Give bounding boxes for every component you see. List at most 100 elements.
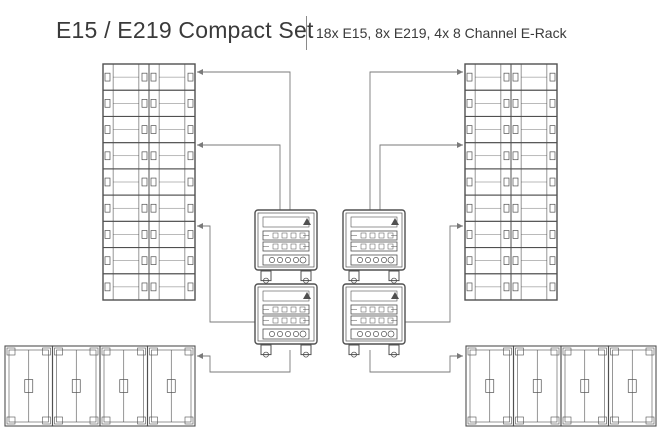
connector-socket — [269, 331, 275, 337]
cable-left-top — [197, 71, 291, 210]
e219-cabinet — [4, 345, 54, 427]
e15-cabinet — [148, 142, 196, 170]
e15-rigging-right — [549, 256, 556, 265]
e15-rigging-left — [104, 177, 111, 187]
e15-rigging-left — [104, 230, 111, 239]
e15-rigging-right — [549, 151, 556, 161]
e219-corner — [550, 416, 560, 425]
e15-rigging-left — [150, 282, 157, 292]
e219-corner — [515, 347, 524, 356]
e15-array-left — [102, 63, 196, 301]
e15-cabinet — [510, 63, 558, 91]
arrow-head — [457, 223, 463, 229]
e-rack-frame — [257, 286, 315, 342]
e15-array-outline — [464, 63, 558, 301]
connector-socket — [365, 331, 371, 337]
caster-right — [300, 270, 312, 282]
e219-corner — [503, 347, 512, 356]
e219-cabinet-body — [146, 345, 196, 427]
e219-corner — [610, 416, 619, 425]
e-rack-frame — [345, 212, 403, 268]
e219-cabinet — [51, 345, 101, 427]
arrow-head — [457, 353, 463, 359]
connector-socket — [293, 331, 299, 337]
arrow-head — [457, 142, 463, 148]
amplifier-module — [272, 232, 279, 239]
e15-cabinet — [102, 89, 150, 117]
e219-handle — [627, 379, 637, 393]
cable-right-sub — [369, 350, 463, 373]
e15-cabinet — [464, 220, 512, 249]
title-divider — [306, 16, 307, 50]
e15-rigging-left — [104, 256, 111, 265]
e219-corner — [89, 416, 99, 425]
e15-rigging-left — [466, 99, 473, 108]
amplifier-module — [281, 232, 288, 239]
e15-cabinet — [510, 220, 558, 249]
caster-left — [348, 270, 360, 282]
caster-wheel — [351, 277, 357, 284]
e15-cabinet — [102, 220, 150, 249]
e15-cabinet — [102, 168, 150, 196]
e15-rigging-right — [141, 282, 148, 292]
caster-wheel — [351, 351, 357, 358]
e219-corner — [6, 347, 16, 356]
e219-corner — [467, 347, 477, 356]
e15-rigging-left — [466, 177, 473, 187]
arrow-head — [197, 142, 203, 148]
e15-cabinet — [148, 168, 196, 196]
e219-corner — [184, 416, 194, 425]
amplifier-module — [290, 317, 297, 324]
e219-cluster-left — [4, 345, 196, 427]
panel-connectors — [350, 254, 398, 266]
connection-lines — [197, 69, 463, 373]
e15-rigging-right — [187, 230, 194, 239]
e15-rigging-right — [187, 72, 194, 82]
e15-rigging-left — [512, 99, 519, 108]
e15-rigging-right — [141, 203, 148, 213]
amplifier-module — [272, 243, 279, 250]
panel-connectors — [262, 328, 310, 340]
e15-rigging-right — [141, 230, 148, 239]
e15-rigging-right — [503, 72, 510, 82]
power-connector — [299, 330, 307, 338]
cable-right-top — [369, 71, 463, 210]
cable-left-sub — [197, 350, 291, 373]
e15-cabinet — [148, 220, 196, 249]
e15-cabinet — [510, 247, 558, 275]
e15-rigging-right — [141, 256, 148, 265]
e15-rigging-left — [104, 99, 111, 108]
connector-socket — [357, 257, 363, 263]
e15-rigging-right — [187, 282, 194, 292]
e15-rigging-right — [503, 99, 510, 108]
e219-corner — [598, 347, 607, 356]
caster-left — [348, 344, 360, 356]
power-connector — [387, 330, 395, 338]
e15-rigging-right — [503, 177, 510, 187]
e219-cluster-right — [465, 345, 657, 427]
rack-stack-right — [342, 209, 406, 358]
e15-array-outline — [102, 63, 196, 301]
e15-rigging-right — [549, 230, 556, 239]
e15-rigging-left — [466, 151, 473, 161]
e15-rigging-right — [187, 151, 194, 161]
caster-wheel — [303, 351, 309, 358]
e15-rigging-right — [503, 230, 510, 239]
power-connector — [387, 256, 395, 264]
e219-cabinet — [99, 345, 149, 427]
rack-stack-left — [254, 209, 318, 358]
e15-rigging-right — [549, 282, 556, 292]
e15-rigging-left — [104, 151, 111, 161]
warning-icon — [303, 292, 311, 299]
e15-rigging-left — [150, 125, 157, 134]
e15-rigging-right — [187, 256, 194, 265]
e15-rigging-left — [466, 230, 473, 239]
e219-corner — [562, 347, 572, 356]
warning-icon — [391, 292, 399, 299]
e219-corner — [149, 347, 158, 356]
e15-cabinet — [148, 63, 196, 91]
e15-array-right — [464, 63, 558, 301]
caster-wheel — [391, 351, 397, 358]
e15-rigging-left — [512, 282, 519, 292]
e15-rigging-left — [104, 72, 111, 82]
